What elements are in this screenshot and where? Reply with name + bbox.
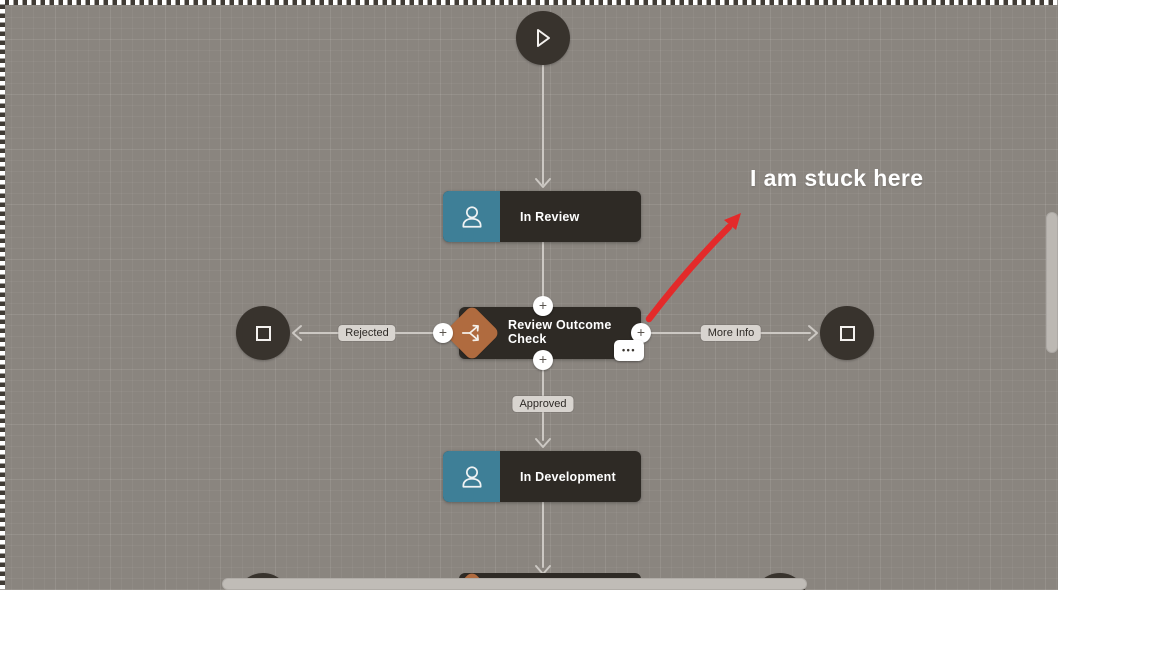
node-in-development[interactable]: In Development: [443, 451, 641, 502]
annotation-arrow: [645, 213, 741, 323]
connector-in-development-down: [535, 501, 551, 575]
edge-label-approved[interactable]: Approved: [512, 396, 574, 412]
horizontal-scrollbar-thumb[interactable]: [222, 578, 807, 590]
add-node-button-left[interactable]: +: [433, 323, 453, 343]
edge-label-rejected[interactable]: Rejected: [338, 325, 396, 341]
person-icon: [443, 451, 500, 502]
play-icon: [533, 27, 553, 49]
node-label: Review Outcome Check: [508, 318, 612, 346]
stop-icon: [255, 325, 271, 341]
connector-start-to-in-review: [535, 64, 551, 188]
selection-border-top: [0, 0, 1058, 5]
end-node-more-info[interactable]: [820, 306, 874, 360]
start-node[interactable]: [516, 11, 570, 65]
node-label: In Review: [520, 209, 580, 224]
node-label: In Development: [520, 469, 616, 484]
selection-border-left: [0, 0, 5, 590]
person-icon: [443, 191, 500, 242]
node-actions-button[interactable]: •••: [614, 340, 644, 361]
branch-icon: [443, 304, 501, 362]
stop-icon: [839, 325, 855, 341]
node-in-review[interactable]: In Review: [443, 191, 641, 242]
add-node-button-bottom[interactable]: +: [533, 350, 553, 370]
vertical-scrollbar-thumb[interactable]: [1046, 212, 1058, 353]
add-node-button-top[interactable]: +: [533, 296, 553, 316]
add-node-button-right[interactable]: +: [631, 323, 651, 343]
workflow-canvas[interactable]: In Review Review Outcome Check + + + + •…: [0, 0, 1058, 590]
end-node-rejected[interactable]: [236, 306, 290, 360]
edge-label-more-info[interactable]: More Info: [700, 325, 762, 341]
annotation-text: I am stuck here: [750, 165, 924, 191]
